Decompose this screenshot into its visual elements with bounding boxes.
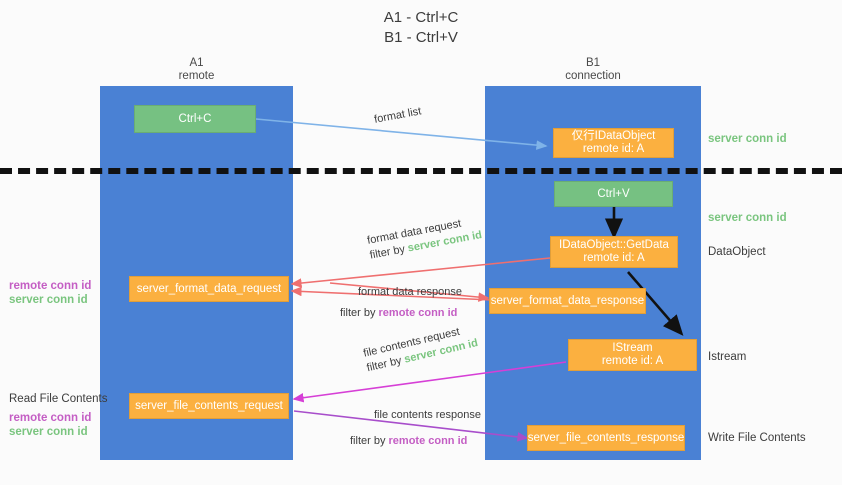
edge-file-contents-request: [292, 361, 567, 403]
edge-format-data-response-left: [290, 286, 493, 301]
right-label-dataobject: DataObject: [708, 246, 766, 258]
title-line-1: A1 - Ctrl+C: [383, 9, 459, 26]
node-getdata-line2: remote id: A: [583, 252, 645, 264]
node-istream-line1: IStream: [612, 342, 653, 354]
node-server-file-contents-request-label: server_file_contents_request: [135, 399, 283, 412]
filter-key-remote-conn-id: remote conn id: [378, 307, 458, 319]
node-ctrl-v[interactable]: Ctrl+V: [554, 181, 673, 207]
node-istream-line2: remote id: A: [601, 355, 664, 367]
column-a1-sub: remote: [178, 70, 215, 82]
right-label-istream: Istream: [708, 351, 747, 363]
left-label-group-1: remote conn id server conn id: [9, 279, 91, 307]
title-line-2: B1 - Ctrl+V: [384, 29, 458, 46]
edge-label-format-data-response: format data response: [358, 285, 462, 300]
left-label-read-file-contents: Read File Contents: [9, 393, 108, 405]
node-server-format-data-response-label: server_format_data_response: [490, 294, 645, 307]
edge-format-list: [255, 118, 548, 150]
edge-format-data-response-right: [329, 282, 490, 302]
edge-label-file-contents-response-text: file contents response: [374, 409, 482, 421]
node-idataobject-getdata[interactable]: IDataObject::GetData remote id: A: [550, 236, 678, 268]
column-b1-name: B1: [585, 57, 601, 69]
right-label-server-conn-id-1: server conn id: [708, 133, 787, 145]
filter-prefix: filter by: [350, 435, 389, 447]
left-label-server-conn-id-1: server conn id: [9, 294, 88, 306]
column-a1-name: A1: [189, 57, 204, 69]
node-ctrl-v-label: Ctrl+V: [597, 187, 630, 200]
node-ctrl-c[interactable]: Ctrl+C: [134, 105, 256, 133]
edge-label-file-contents-response-filter: filter by remote conn id: [350, 434, 467, 449]
node-server-format-data-request[interactable]: server_format_data_request: [129, 276, 289, 302]
filter-key-remote-conn-id: remote conn id: [388, 435, 468, 447]
edge-file-contents-response: [293, 410, 529, 442]
right-label-write-file-contents: Write File Contents: [708, 432, 806, 444]
column-b1-sub: connection: [565, 70, 621, 82]
left-label-remote-conn-id-1: remote conn id: [9, 280, 92, 292]
edge-label-format-data-response-text: format data response: [358, 286, 462, 298]
edge-label-file-contents-response: file contents response: [374, 408, 481, 423]
node-server-format-data-request-label: server_format_data_request: [136, 282, 282, 295]
phase-separator: [0, 168, 842, 174]
edge-label-format-data-response-filter: filter by remote conn id: [340, 306, 457, 321]
node-server-file-contents-response[interactable]: server_file_contents_response: [527, 425, 685, 451]
node-idataobject-line1: 仅行IDataObject: [571, 130, 656, 142]
diagram-title: A1 - Ctrl+C B1 - Ctrl+V: [0, 8, 842, 48]
left-label-remote-conn-id-2: remote conn id: [9, 412, 92, 424]
node-ctrl-c-label: Ctrl+C: [178, 112, 212, 125]
left-label-server-conn-id-2: server conn id: [9, 426, 88, 438]
column-header-b1: B1 connection: [485, 57, 701, 83]
node-idataobject-line2: remote id: A: [582, 143, 645, 155]
column-header-a1: A1 remote: [100, 57, 293, 83]
edge-format-data-request: [290, 257, 551, 288]
node-server-format-data-response[interactable]: server_format_data_response: [489, 288, 646, 314]
edge-getdata-to-istream: [627, 271, 684, 336]
node-server-file-contents-response-label: server_file_contents_response: [527, 431, 685, 444]
node-getdata-line1: IDataObject::GetData: [559, 239, 669, 251]
filter-prefix: filter by: [340, 307, 379, 319]
left-label-group-2: remote conn id server conn id: [9, 411, 91, 439]
node-istream[interactable]: IStream remote id: A: [568, 339, 697, 371]
node-server-file-contents-request[interactable]: server_file_contents_request: [129, 393, 289, 419]
node-idataobject[interactable]: 仅行IDataObject remote id: A: [553, 128, 674, 158]
right-label-server-conn-id-2: server conn id: [708, 212, 787, 224]
